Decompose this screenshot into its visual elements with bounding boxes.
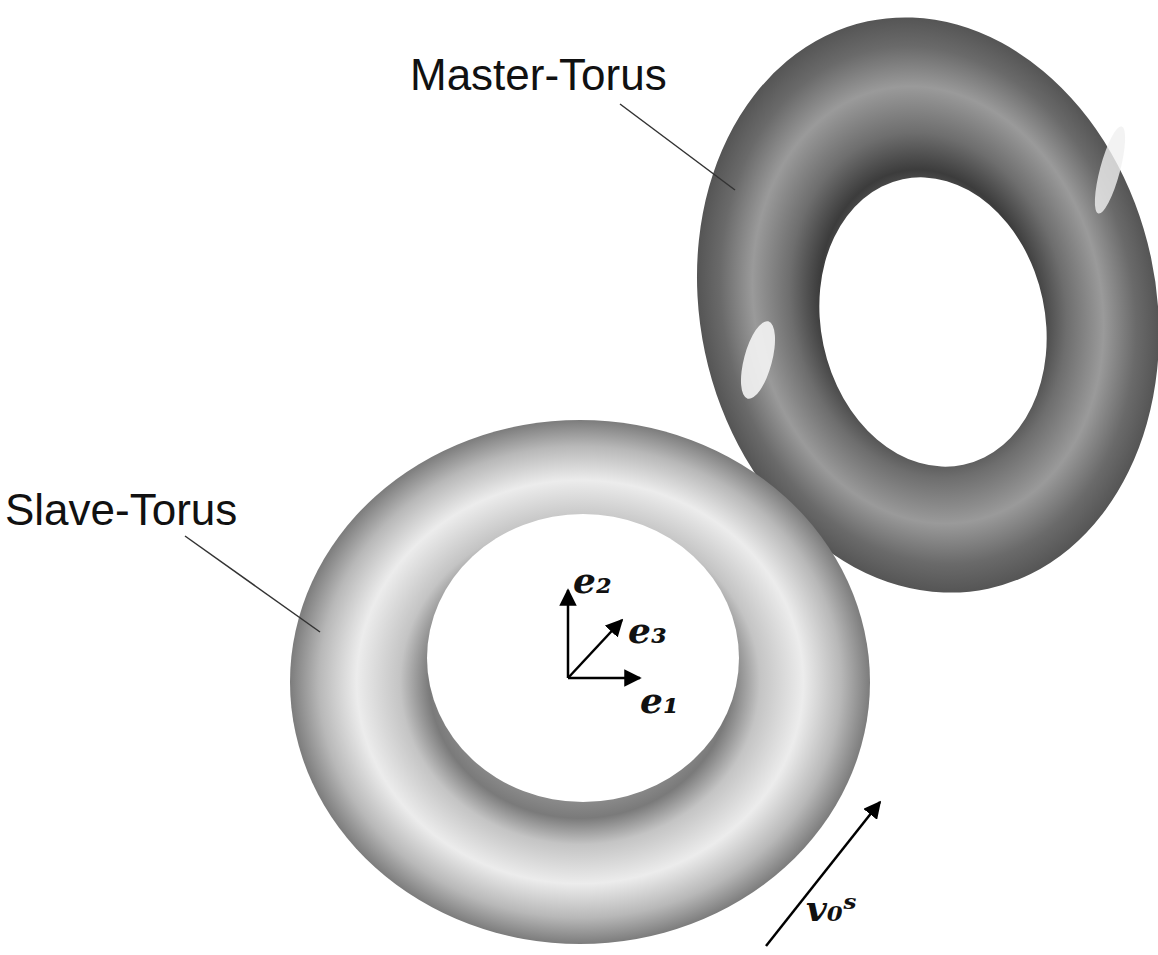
part-name: Slave-Torus — [5, 488, 237, 532]
leader-line — [185, 536, 320, 632]
leader-line — [620, 104, 735, 190]
vector-label: v₀ˢ — [806, 890, 857, 926]
slave-torus — [290, 420, 870, 944]
axis-label: e₁ — [640, 682, 679, 718]
velocity-arrow — [766, 802, 880, 946]
part-name: Master-Torus — [410, 53, 667, 97]
axis-label: e₂ — [573, 562, 612, 598]
axis-label: e₃ — [628, 612, 667, 648]
